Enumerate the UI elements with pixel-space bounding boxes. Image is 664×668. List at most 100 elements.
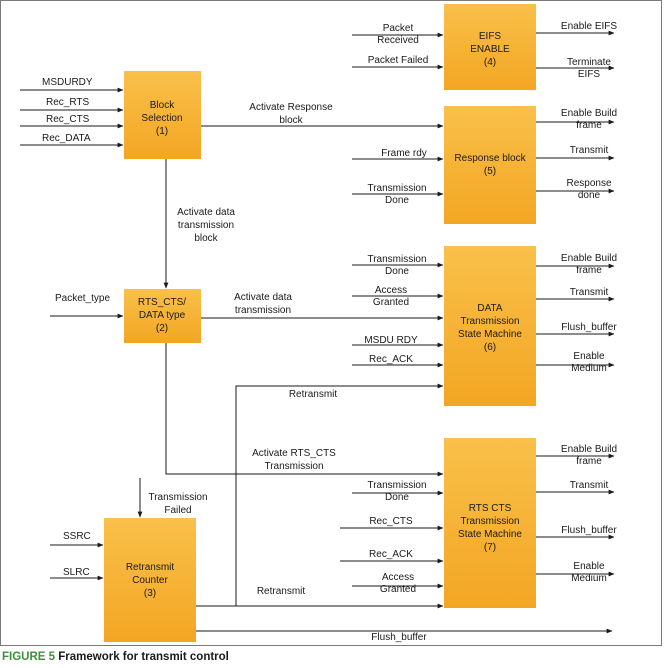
text-line: Enable EIFS: [561, 21, 617, 32]
text-line: Done: [385, 492, 409, 503]
text-line: Access: [375, 285, 407, 296]
block-response: Response block (5): [444, 106, 536, 224]
label-ssrc: SSRC: [63, 531, 91, 542]
label-rec-data: Rec_DATA: [42, 133, 91, 144]
rts-cts-data-type-label: RTS_CTS/DATA type (2): [138, 297, 186, 334]
arrow-retransmit-upper: [196, 383, 444, 607]
text-line: Retransmit: [289, 389, 338, 400]
text-line: Transmission: [460, 516, 519, 527]
text-line: DATA type: [139, 310, 186, 321]
text-line: Done: [385, 195, 409, 206]
text-line: (3): [144, 588, 156, 599]
text-line: Enable Build: [561, 108, 617, 119]
label-rec-cts-7: Rec_CTS: [369, 516, 413, 527]
text-line: State Machine: [458, 329, 522, 340]
text-line: done: [578, 190, 601, 201]
text-line: SLRC: [63, 567, 90, 578]
text-line: Block: [150, 100, 175, 111]
label-flush-buffer-6: Flush_buffer: [561, 322, 617, 333]
figure-label: FIGURE 5: [2, 651, 56, 663]
text-line: Response block: [454, 153, 526, 164]
text-line: ENABLE: [470, 44, 510, 55]
text-line: Rec_ACK: [369, 354, 413, 365]
text-line: Transmit: [570, 145, 609, 156]
text-line: Access: [382, 572, 414, 583]
text-line: Failed: [164, 505, 191, 516]
text-line: (2): [156, 323, 168, 334]
label-packet-type: Packet_type: [55, 293, 110, 304]
label-flush-buffer-bottom: Flush_buffer: [371, 632, 427, 643]
text-line: Transmission: [367, 254, 426, 265]
text-line: Retransmit: [126, 562, 175, 573]
text-line: Packet_type: [55, 293, 110, 304]
text-line: transmission: [178, 220, 234, 231]
text-line: frame: [576, 456, 602, 467]
text-line: RTS_CTS/: [138, 297, 186, 308]
eifs-enable-label: EIFS ENABLE (4): [470, 31, 510, 68]
text-line: Counter: [132, 575, 168, 586]
text-line: (1): [156, 126, 168, 137]
text-line: Granted: [373, 297, 409, 308]
text-line: Transmission: [148, 492, 207, 503]
label-retransmit-lower: Retransmit: [257, 586, 306, 597]
label-transmit-7: Transmit: [570, 480, 609, 491]
label-rec-rts: Rec_RTS: [46, 97, 89, 108]
label-msdurdy: MSDURDY: [42, 77, 93, 88]
text-line: Flush_buffer: [561, 525, 617, 536]
text-line: (5): [484, 166, 496, 177]
text-line: Terminate: [567, 57, 611, 68]
text-line: Rec_CTS: [46, 114, 90, 125]
text-line: Packet: [383, 23, 414, 34]
signal-labels: MSDURDY Rec_RTS Rec_CTS Rec_DATA Activat…: [42, 21, 617, 643]
label-flush-buffer-7: Flush_buffer: [561, 525, 617, 536]
label-activate-data-transmission-block: Activate data transmission block: [177, 207, 235, 244]
label-rec-ack-6: Rec_ACK: [369, 354, 413, 365]
text-line: Flush_buffer: [371, 632, 427, 643]
text-line: Medium: [571, 573, 607, 584]
text-line: Transmission: [367, 183, 426, 194]
text-line: Flush_buffer: [561, 322, 617, 333]
text-line: Packet Failed: [368, 55, 429, 66]
text-line: Enable: [573, 351, 605, 362]
text-line: MSDU RDY: [364, 335, 418, 346]
text-line: (7): [484, 542, 496, 553]
label-packet-failed: Packet Failed: [368, 55, 429, 66]
text-line: Done: [385, 266, 409, 277]
text-line: EIFS: [479, 31, 502, 42]
text-line: block: [194, 233, 218, 244]
text-line: DATA: [477, 303, 503, 314]
label-enable-eifs: Enable EIFS: [561, 21, 617, 32]
text-line: Activate data: [177, 207, 235, 218]
text-line: Response: [566, 178, 611, 189]
label-slrc: SLRC: [63, 567, 90, 578]
text-line: Granted: [380, 584, 416, 595]
text-line: Rec_RTS: [46, 97, 89, 108]
text-line: (4): [484, 57, 496, 68]
text-line: Transmit: [570, 287, 609, 298]
label-rec-ack-7: Rec_ACK: [369, 549, 413, 560]
connectors: [20, 30, 615, 634]
label-transmit-6: Transmit: [570, 287, 609, 298]
figure-title: Framework for transmit control: [58, 651, 229, 663]
text-line: Activate Response: [249, 102, 333, 113]
text-line: Enable Build: [561, 253, 617, 264]
response-block-label: Response block (5): [454, 153, 526, 177]
text-line: Rec_CTS: [369, 516, 413, 527]
text-line: RTS CTS: [469, 503, 512, 514]
